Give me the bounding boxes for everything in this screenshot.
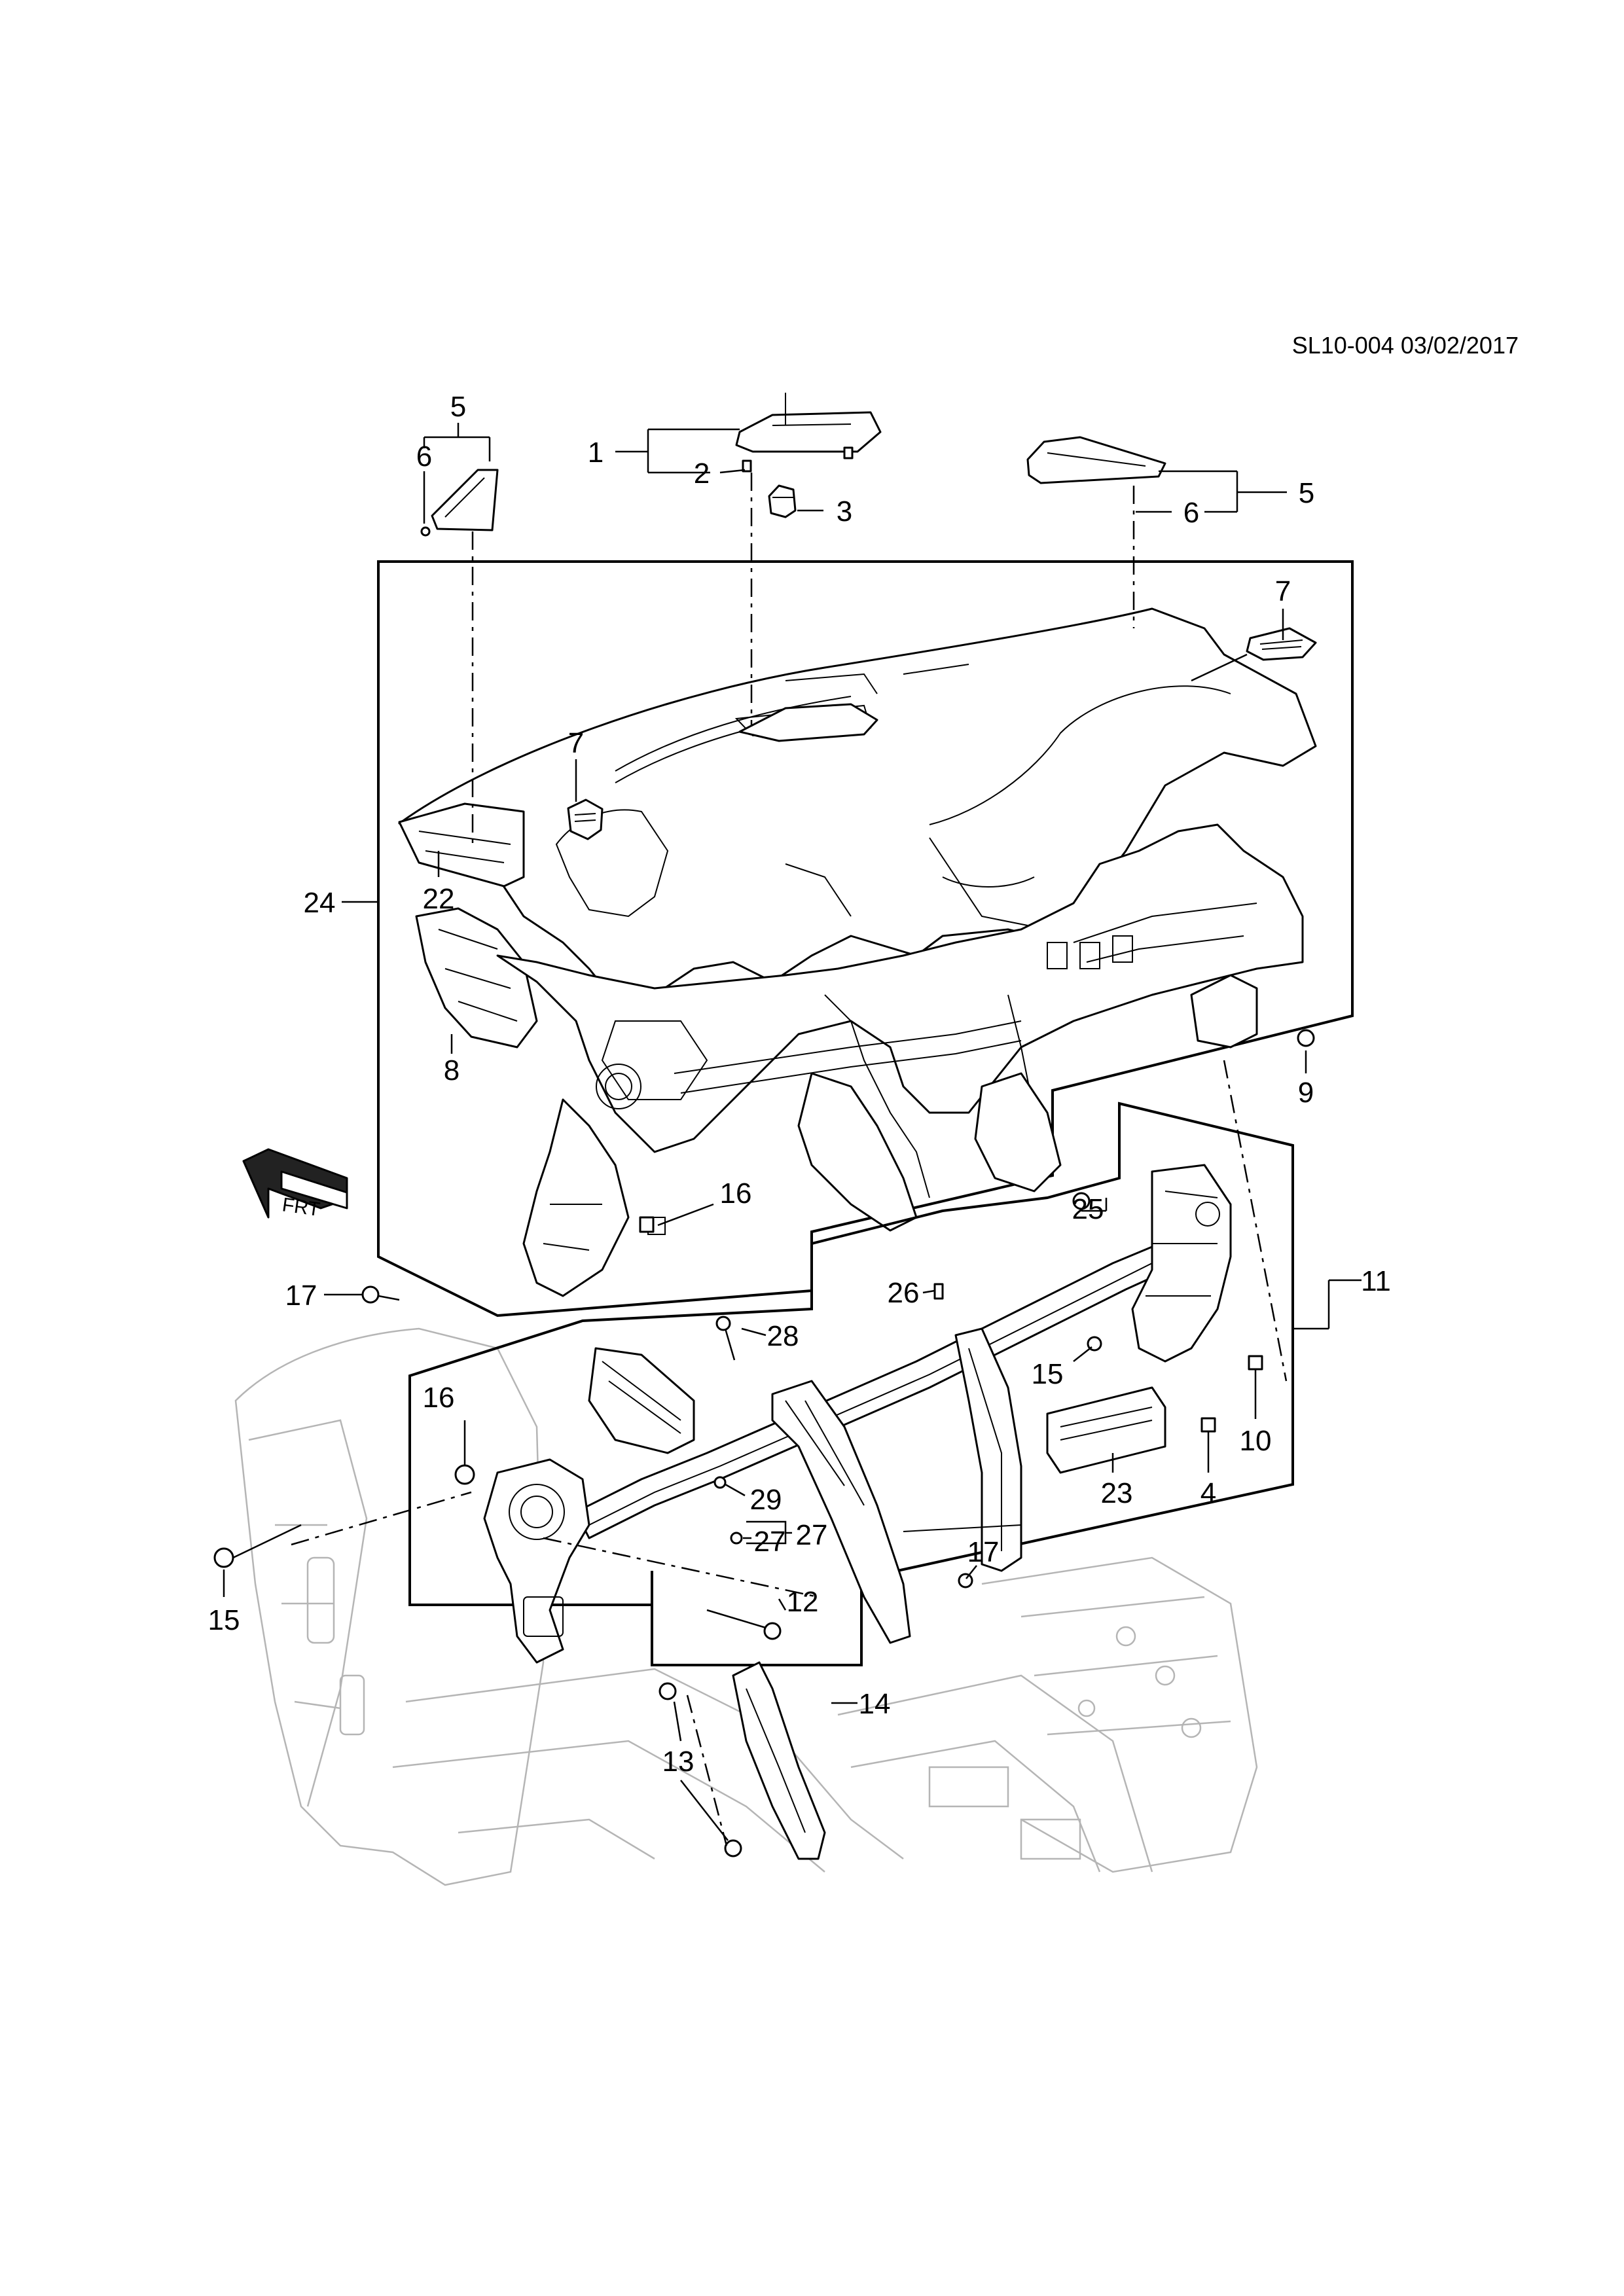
callout-15: 15 <box>208 1604 240 1636</box>
callout-22: 23 <box>1101 1477 1133 1509</box>
left-end-cap <box>398 802 525 888</box>
callout-8: 8 <box>444 1054 460 1086</box>
end-cover-left <box>420 469 499 537</box>
callout-19: 16 <box>720 1177 752 1210</box>
leader-lines <box>223 423 1362 1841</box>
center-defroster-opening <box>738 703 878 742</box>
left-lower-support <box>522 1098 666 1297</box>
callout-24: 25 <box>1072 1193 1104 1225</box>
callout-5-right: 5 <box>1299 477 1314 509</box>
callout-1: 1 <box>588 437 604 469</box>
center-support-bracket <box>771 1327 1022 1644</box>
fasteners <box>213 1029 1315 1857</box>
end-cover-right <box>1026 436 1166 484</box>
callout-4: 4 <box>1200 1477 1216 1509</box>
callout-18: 15 <box>1032 1358 1064 1390</box>
callout-27: 27 <box>796 1519 828 1551</box>
callout-17: 17 <box>967 1536 1000 1568</box>
knee-brace <box>732 1661 826 1860</box>
reference-code: SL10-004 03/02/2017 <box>1292 332 1519 359</box>
front-direction-label: FRT <box>281 1194 321 1221</box>
callout-6-right: 6 <box>1183 497 1199 529</box>
instrument-panel-carrier <box>496 823 1304 1198</box>
speaker-grille-left <box>567 798 604 840</box>
instrument-panel-group-frame <box>377 560 1354 1318</box>
callout-12: 12 <box>787 1586 819 1618</box>
callout-5-left: 5 <box>450 391 466 423</box>
callout-6-left: 6 <box>416 440 432 473</box>
callout-11: 11 <box>1361 1265 1391 1297</box>
callout-25: 26 <box>888 1277 920 1309</box>
assembly-lines <box>291 473 1288 1846</box>
callout-29: 29 <box>750 1484 782 1516</box>
vehicle-body-structure <box>234 1327 1258 1886</box>
right-side-bracket <box>1190 974 1258 1049</box>
callout-labels: 5 6 1 2 3 5 6 7 7 22 24 8 9 16 25 11 17 … <box>208 391 1391 1778</box>
callout-28: 28 <box>767 1320 799 1352</box>
left-mounting-plate <box>483 1347 695 1664</box>
callout-13: 13 <box>662 1746 695 1778</box>
callout-7-left: 7 <box>568 727 584 759</box>
callout-26: 27 <box>754 1526 786 1558</box>
callout-2: 2 <box>694 457 710 490</box>
callout-10: 10 <box>1240 1425 1272 1457</box>
callout-23: 24 <box>304 887 336 919</box>
callout-14: 14 <box>859 1688 891 1720</box>
cross-car-beam-group-frame <box>408 1102 1294 1666</box>
sunload-sensor <box>768 484 797 518</box>
lower-bracket <box>1046 1386 1166 1474</box>
speaker-grille-right <box>1246 627 1317 661</box>
callout-21: 22 <box>423 883 455 915</box>
callout-9: 9 <box>1298 1077 1314 1109</box>
callout-16: 16 <box>423 1382 455 1414</box>
center-top-cover <box>735 393 882 473</box>
center-lower-support <box>797 1072 1062 1232</box>
callout-7-right: 7 <box>1275 575 1291 607</box>
callout-20: 17 <box>285 1280 317 1312</box>
front-direction-icon: FRT <box>242 1148 348 1221</box>
left-side-bracket <box>415 907 538 1049</box>
callout-3: 3 <box>837 495 852 528</box>
